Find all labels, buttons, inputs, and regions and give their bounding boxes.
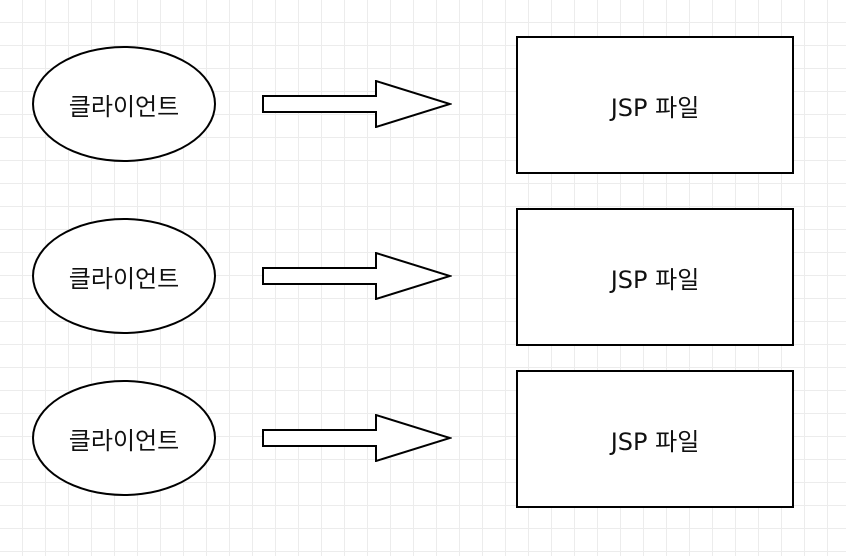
client-node-label: 클라이언트 bbox=[68, 92, 180, 121]
block-arrow-right-icon bbox=[262, 414, 452, 462]
client-node-label: 클라이언트 bbox=[68, 426, 180, 455]
jsp-file-node[interactable]: JSP 파일 bbox=[516, 370, 794, 508]
jsp-file-node-label: JSP 파일 bbox=[610, 93, 700, 122]
flow-row: 클라이언트 JSP 파일 bbox=[0, 34, 846, 174]
block-arrow-right-icon bbox=[262, 252, 452, 300]
jsp-file-node-label: JSP 파일 bbox=[610, 427, 700, 456]
client-node[interactable]: 클라이언트 bbox=[32, 380, 216, 496]
jsp-file-node-label: JSP 파일 bbox=[610, 265, 700, 294]
jsp-file-node[interactable]: JSP 파일 bbox=[516, 208, 794, 346]
client-node-label: 클라이언트 bbox=[68, 264, 180, 293]
flow-row: 클라이언트 JSP 파일 bbox=[0, 368, 846, 508]
block-arrow-right-icon bbox=[262, 80, 452, 128]
client-node[interactable]: 클라이언트 bbox=[32, 218, 216, 334]
client-node[interactable]: 클라이언트 bbox=[32, 46, 216, 162]
flow-row: 클라이언트 JSP 파일 bbox=[0, 206, 846, 346]
jsp-file-node[interactable]: JSP 파일 bbox=[516, 36, 794, 174]
